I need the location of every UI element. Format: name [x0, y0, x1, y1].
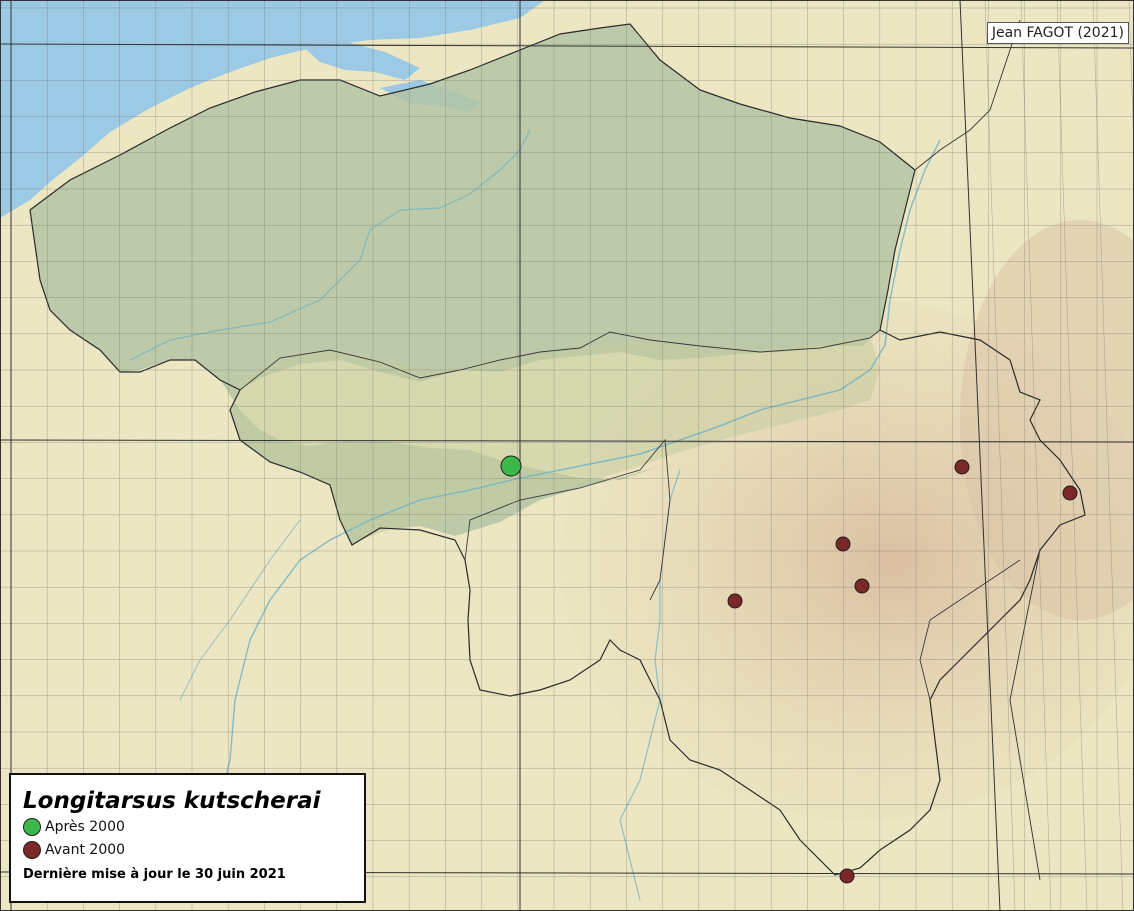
grid-line: [1056, 0, 1088, 911]
grid-line: [984, 0, 1016, 911]
observation-after-2000: [500, 455, 522, 477]
observation-points: [500, 455, 1078, 884]
grid-line: [1020, 0, 1052, 911]
legend-item-before-2000: Avant 2000: [23, 838, 350, 861]
legend-update-date: Dernière mise à jour le 30 juin 2021: [23, 867, 286, 882]
map-legend: Longitarsus kutscherai Après 2000 Avant …: [9, 773, 366, 903]
legend-label: Avant 2000: [45, 841, 126, 858]
river-sambre: [179, 519, 301, 701]
map-credit: Jean FAGOT (2021): [986, 22, 1129, 44]
north-sea: [0, 0, 545, 218]
observation-before-2000: [727, 593, 743, 609]
central-region: [230, 336, 880, 540]
luxembourg-border: [1009, 549, 1041, 881]
grid-line: [1092, 0, 1124, 911]
legend-title: Longitarsus kutscherai: [23, 788, 321, 814]
legend-label: Après 2000: [45, 818, 125, 835]
observation-before-2000: [839, 868, 855, 884]
observation-before-2000: [854, 578, 870, 594]
regional-border: [239, 329, 881, 391]
province-border-luxembourg: [919, 559, 1021, 701]
estuary: [300, 40, 420, 80]
northern-region: [30, 24, 915, 545]
major-grid-line: [0, 439, 1134, 443]
river-scheldt: [129, 129, 531, 361]
major-grid-line: [0, 43, 1134, 49]
eifel-relief: [960, 220, 1134, 620]
red-dot-icon: [23, 840, 41, 859]
green-dot-icon: [23, 817, 41, 836]
river-meuse: [199, 139, 941, 861]
dutch-german-border: [914, 19, 1021, 171]
legend-item-after-2000: Après 2000: [23, 815, 350, 838]
major-grid-line: [959, 0, 1001, 911]
observation-before-2000: [835, 536, 851, 552]
observation-before-2000: [1062, 485, 1078, 501]
observation-before-2000: [954, 459, 970, 475]
